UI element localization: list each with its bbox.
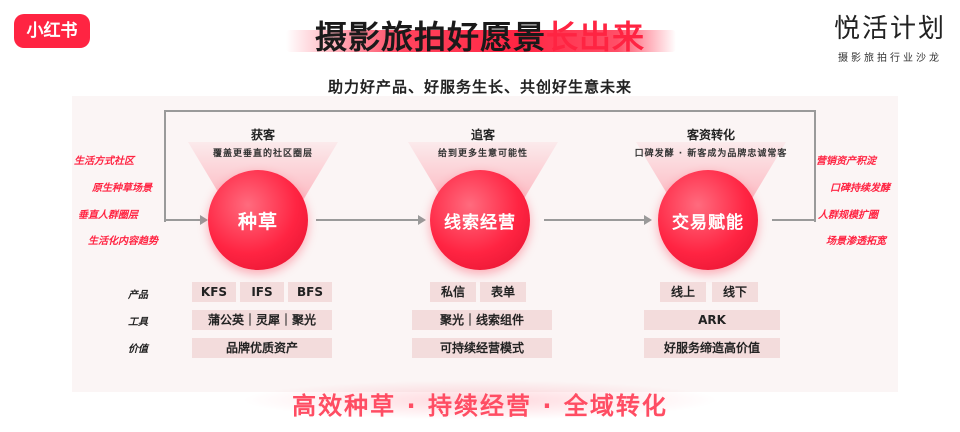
stage-2-desc: 给到更多生意可能性 xyxy=(437,149,528,159)
row-label-product: 产品 xyxy=(128,290,148,301)
loop-frame xyxy=(164,110,816,222)
tool-chip: 蒲公英｜灵犀｜聚光 xyxy=(192,310,332,330)
product-chip: KFS xyxy=(192,282,236,302)
left-label: 原生种草场景 xyxy=(92,183,152,194)
right-label: 营销资产积淀 xyxy=(816,156,876,167)
value-chip: 可持续经营模式 xyxy=(412,338,552,358)
row-label-value: 价值 xyxy=(128,344,148,355)
product-chip: 线下 xyxy=(712,282,758,302)
product-chip: 线上 xyxy=(660,282,706,302)
stage-3-desc: 口碑发酵 · 新客成为品牌忠诚常客 xyxy=(634,149,788,159)
left-label: 生活方式社区 xyxy=(74,156,134,167)
right-label: 口碑持续发酵 xyxy=(830,183,890,194)
product-chip: 私信 xyxy=(430,282,476,302)
row-label-tool: 工具 xyxy=(128,317,148,328)
title-accent: 长出来 xyxy=(546,18,646,56)
product-chip: IFS xyxy=(240,282,284,302)
left-label: 生活化内容趋势 xyxy=(88,236,158,247)
product-chip: 表单 xyxy=(480,282,526,302)
stage-3-circle: 交易赋能 xyxy=(658,170,758,270)
xiaohongshu-logo: 小红书 xyxy=(14,14,90,48)
left-label: 垂直人群圈层 xyxy=(78,210,138,221)
brand-block: 悦活计划 摄影旅拍行业沙龙 xyxy=(834,8,946,64)
stage-3-label: 客资转化 xyxy=(686,128,735,142)
tool-chip: ARK xyxy=(644,310,780,330)
slogan-glow xyxy=(240,380,720,420)
connector-in xyxy=(164,219,202,221)
arrow-in-icon xyxy=(200,215,208,225)
right-label: 场景渗透拓宽 xyxy=(826,236,886,247)
tool-chip: 聚光｜线索组件 xyxy=(412,310,552,330)
value-chip: 品牌优质资产 xyxy=(192,338,332,358)
arrow-2-3-icon xyxy=(644,215,652,225)
connector-2-3 xyxy=(544,219,646,221)
right-label: 人群规模扩圈 xyxy=(818,210,878,221)
title-highlight-band xyxy=(286,30,676,52)
value-chip: 好服务缔造高价值 xyxy=(644,338,780,358)
product-chip: BFS xyxy=(288,282,332,302)
stage-2-circle: 线索经营 xyxy=(430,170,530,270)
bottom-slogan: 高效种草 · 持续经营 · 全域转化 xyxy=(292,392,668,420)
page-subtitle: 助力好产品、好服务生长、共创好生意未来 xyxy=(327,78,632,96)
page-title: 摄影旅拍好愿景长出来 xyxy=(0,12,960,58)
stage-1-label: 获客 xyxy=(250,128,275,142)
title-main: 摄影旅拍好愿景 xyxy=(314,18,546,56)
brand-name: 悦活计划 xyxy=(833,14,946,44)
connector-out xyxy=(772,219,814,221)
arrow-1-2-icon xyxy=(418,215,426,225)
stage-1-circle: 种草 xyxy=(208,170,308,270)
connector-1-2 xyxy=(316,219,420,221)
stage-1-desc: 覆盖更垂直的社区圈层 xyxy=(212,149,313,159)
stage-2-label: 追客 xyxy=(470,128,495,142)
brand-subtitle: 摄影旅拍行业沙龙 xyxy=(837,53,942,64)
